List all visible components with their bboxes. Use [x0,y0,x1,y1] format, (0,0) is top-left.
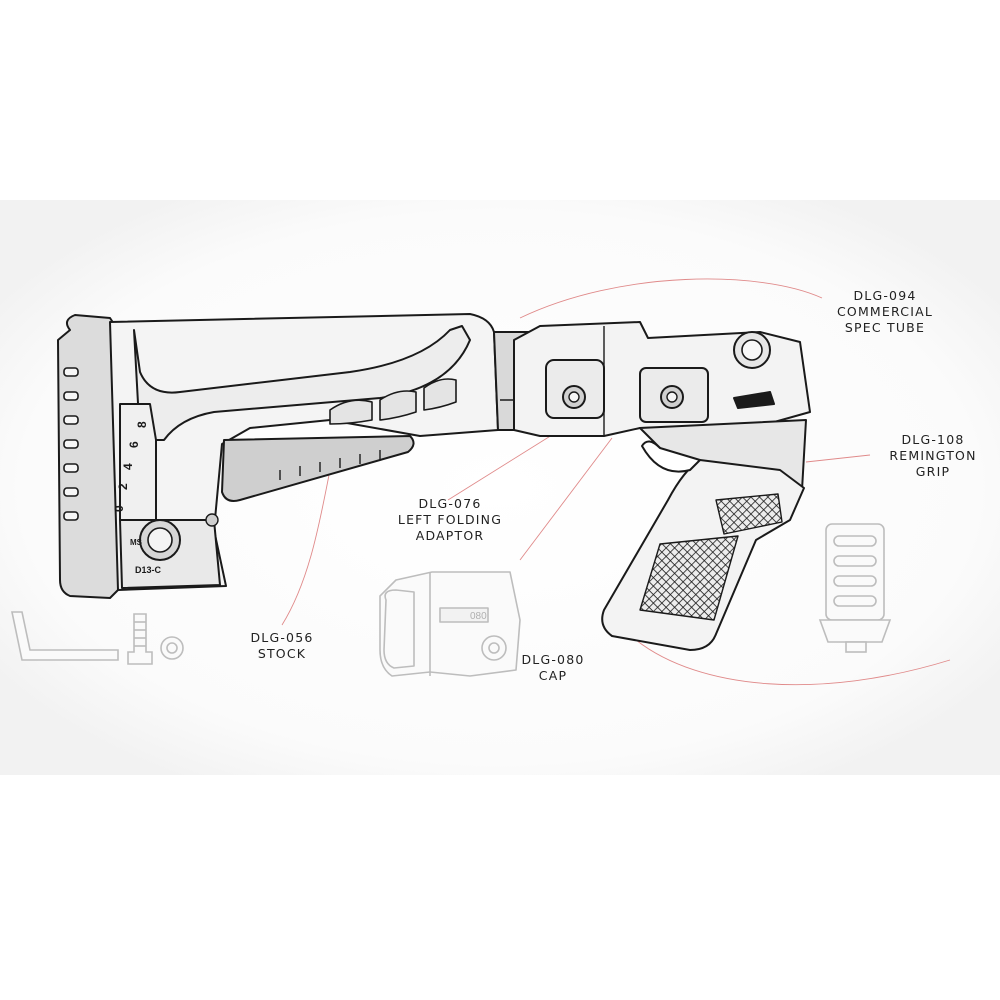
callout-dlg-094: DLG-094 COMMERCIAL SPEC TUBE [820,288,950,336]
comb-scallops [329,378,457,425]
adjustment-ladder [119,403,157,521]
folding-adaptor-dlg-076 [513,321,811,437]
callout-dlg-076: DLG-076 LEFT FOLDING ADAPTOR [385,496,515,544]
butt-pad-ridges [63,367,79,521]
stock-lower-strip [221,435,415,502]
callout-line: CAP [538,668,568,683]
leader-dlg-076 [447,429,561,501]
hex-key [11,611,119,661]
callout-line: GRIP [915,464,951,479]
scale-mark-2: 2 [116,483,130,490]
grip-trigger-guard [641,440,701,473]
stock-dlg-056 [57,313,499,599]
cheek-riser [133,325,471,441]
scale-mark-0: 0 [112,505,126,512]
callout-dlg-080: DLG-080 CAP [508,652,598,684]
hardware-kit [11,611,184,665]
callout-code: DLG-080 [521,652,585,667]
callout-line: SPEC TUBE [844,320,926,335]
leader-grip-arc [635,639,951,686]
callout-line: ADAPTOR [415,528,485,543]
cap-dlg-080 [379,571,521,677]
callout-line: COMMERCIAL [836,304,934,319]
grip-knurl-lower [639,535,739,621]
stock-markings: 8 6 4 2 0 MS D13-C [112,421,162,575]
leader-dlg-108 [805,454,871,463]
butt-pad [57,314,119,599]
callout-dlg-108: DLG-108 REMINGTON GRIP [878,432,988,480]
adaptor-logo-plate [733,391,775,409]
scale-mark-6: 6 [127,441,141,448]
recoil-spring-part [818,523,892,653]
pistol-grip-dlg-108 [601,419,807,651]
callout-line: REMINGTON [889,448,977,463]
callout-code: DLG-094 [853,288,917,303]
bolt [127,613,153,665]
cap-slot-loop [383,589,415,669]
strip-teeth [279,450,381,480]
leader-lines [281,278,951,686]
stamp-ms: MS [130,538,143,547]
callout-line: LEFT FOLDING [397,512,503,527]
callout-dlg-056: DLG-056 STOCK [232,630,332,662]
callout-code: DLG-056 [250,630,314,645]
stamp-model: D13-C [135,565,162,575]
callout-line: STOCK [257,646,307,661]
callout-code: DLG-108 [901,432,965,447]
cap-marking: 080 [470,611,487,622]
scale-mark-4: 4 [121,463,135,470]
scale-mark-8: 8 [135,421,149,428]
leader-dlg-080 [519,437,613,561]
callout-code: DLG-076 [418,496,482,511]
grip-knurl-upper [715,493,783,535]
leader-dlg-094 [519,278,823,319]
leader-dlg-056 [281,469,331,626]
cap-label-plate [439,607,489,623]
